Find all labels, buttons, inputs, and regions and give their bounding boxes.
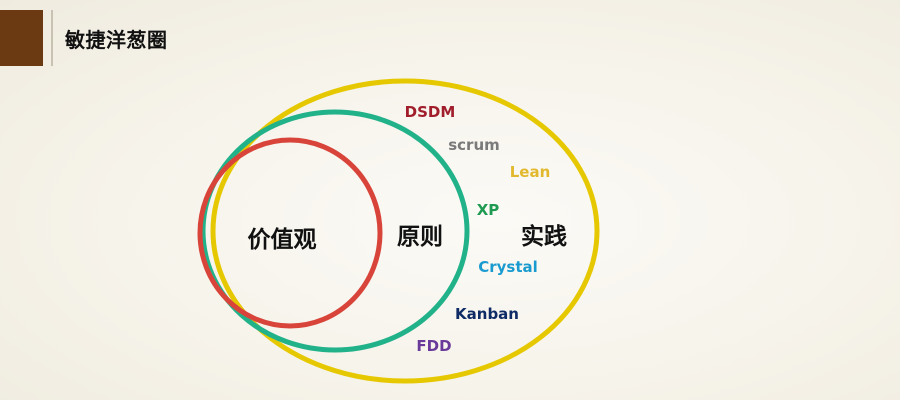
method-kanban: Kanban bbox=[455, 305, 519, 323]
title-accent-block bbox=[0, 10, 43, 66]
method-fdd: FDD bbox=[416, 337, 451, 355]
method-dsdm: DSDM bbox=[405, 103, 456, 121]
method-xp: XP bbox=[477, 201, 500, 219]
method-lean: Lean bbox=[510, 163, 551, 181]
outer-ring-practices bbox=[210, 78, 600, 384]
method-crystal: Crystal bbox=[478, 258, 538, 276]
middle-ring-principles bbox=[200, 109, 470, 353]
title-bar: 敏捷洋葱圈 bbox=[0, 10, 900, 66]
practices-label: 实践 bbox=[521, 223, 567, 250]
title-divider bbox=[51, 10, 53, 66]
method-scrum: scrum bbox=[448, 136, 500, 154]
principles-label: 原则 bbox=[397, 224, 443, 250]
values-label: 价值观 bbox=[248, 226, 317, 253]
page-title: 敏捷洋葱圈 bbox=[65, 27, 168, 52]
inner-ring-values bbox=[197, 137, 383, 329]
